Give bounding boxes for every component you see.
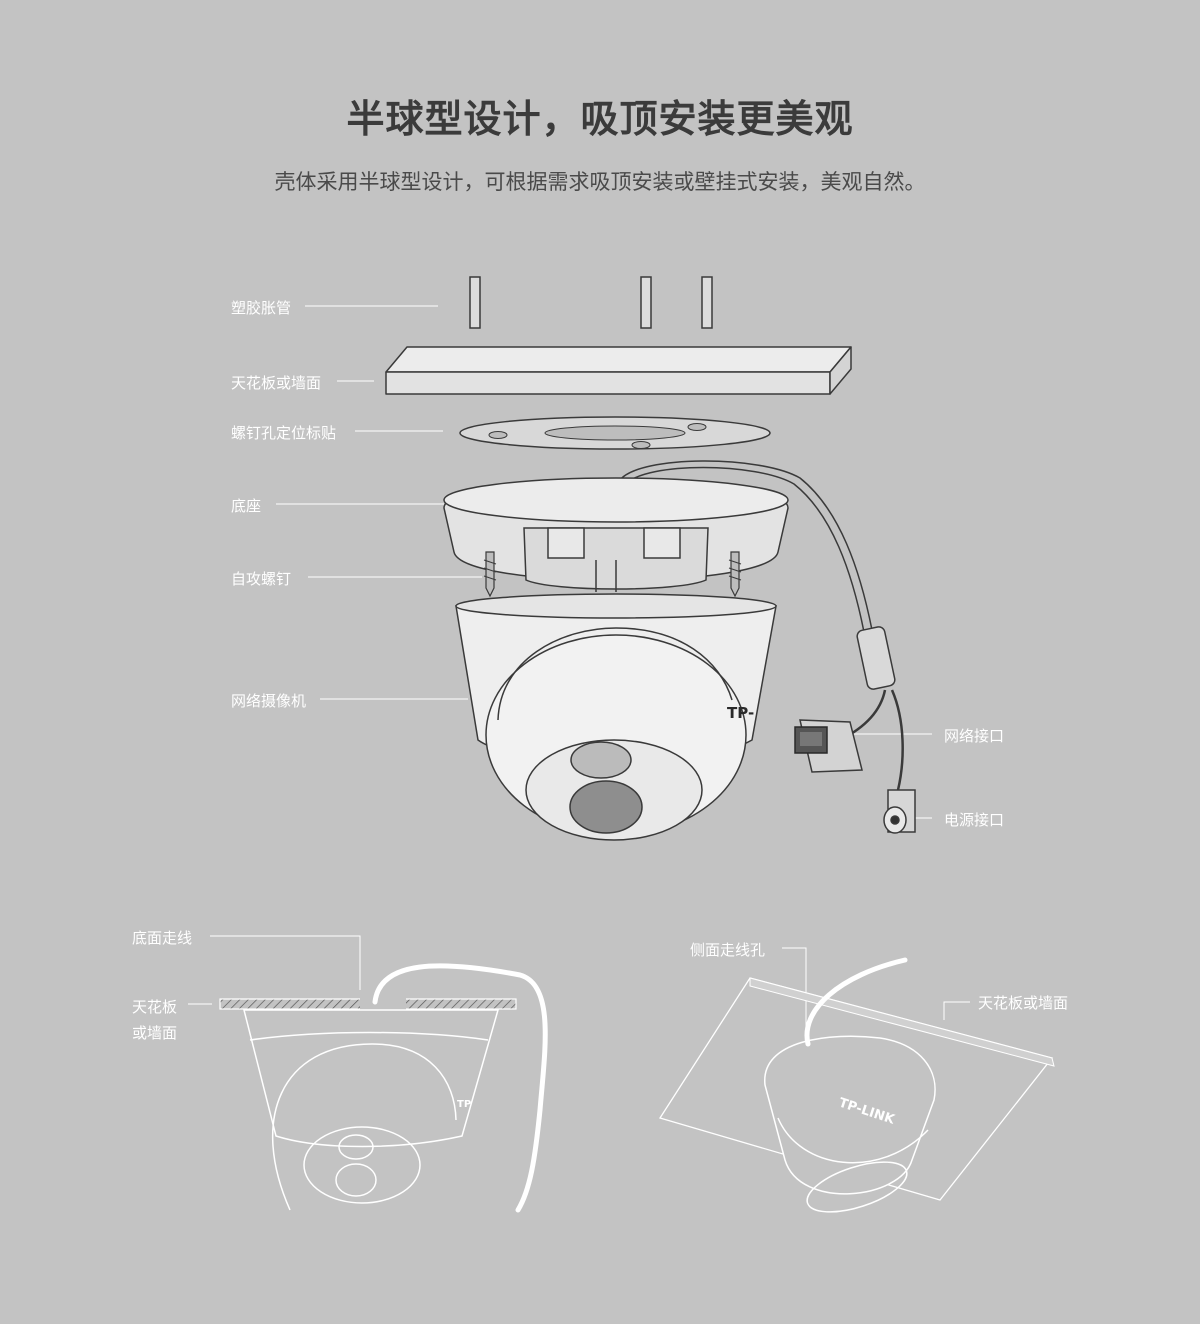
label-ceiling-or-wall: 天花板或墙面	[231, 374, 322, 392]
anchor-2	[640, 276, 652, 329]
label-power-port: 电源接口	[944, 811, 1005, 829]
label-bottom-ceiling-line2: 或墙面	[132, 1024, 178, 1042]
label-bottom-ceiling-line1: 天花板	[132, 998, 178, 1016]
ceiling-slab	[385, 346, 852, 395]
label-bottom-wiring: 底面走线	[132, 929, 193, 947]
label-network-port: 网络接口	[944, 727, 1005, 745]
plastic-anchors	[469, 276, 713, 329]
page-title: 半球型设计，吸顶安装更美观	[346, 97, 854, 141]
label-self-tapping-screw: 自攻螺钉	[231, 570, 292, 588]
leader-bottom-wiring	[210, 935, 361, 990]
label-side-ceiling: 天花板或墙面	[978, 994, 1069, 1012]
label-base: 底座	[231, 497, 262, 515]
mounting-base	[443, 477, 789, 592]
screw-hole-sticker	[459, 416, 771, 450]
leader-lines	[276, 305, 932, 819]
label-screw-hole-sticker: 螺钉孔定位标贴	[231, 424, 337, 442]
dome-camera	[455, 593, 777, 841]
anchor-1	[469, 276, 481, 329]
self-tapping-screws	[483, 551, 742, 598]
label-plastic-anchor: 塑胶胀管	[231, 299, 292, 317]
page-subtitle: 壳体采用半球型设计，可根据需求吸顶安装或壁挂式安装，美观自然。	[274, 170, 926, 194]
bottom-view-brand-mark: TP	[457, 1099, 471, 1110]
anchor-3	[701, 276, 713, 329]
bottom-wiring-cable	[372, 963, 548, 1213]
cable-junction	[856, 626, 896, 690]
bottom-wiring-view	[188, 935, 548, 1213]
side-wiring-view	[658, 947, 1055, 1213]
camera-brand-mark: TP-	[727, 704, 754, 722]
label-network-camera: 网络摄像机	[231, 692, 307, 710]
side-wiring-cable	[804, 957, 908, 1047]
leader-side-hole	[782, 947, 807, 1040]
leader-side-ceiling	[943, 1001, 970, 1020]
power-connector	[883, 789, 916, 834]
network-connector	[794, 719, 863, 773]
label-side-wiring-hole: 侧面走线孔	[690, 941, 766, 959]
